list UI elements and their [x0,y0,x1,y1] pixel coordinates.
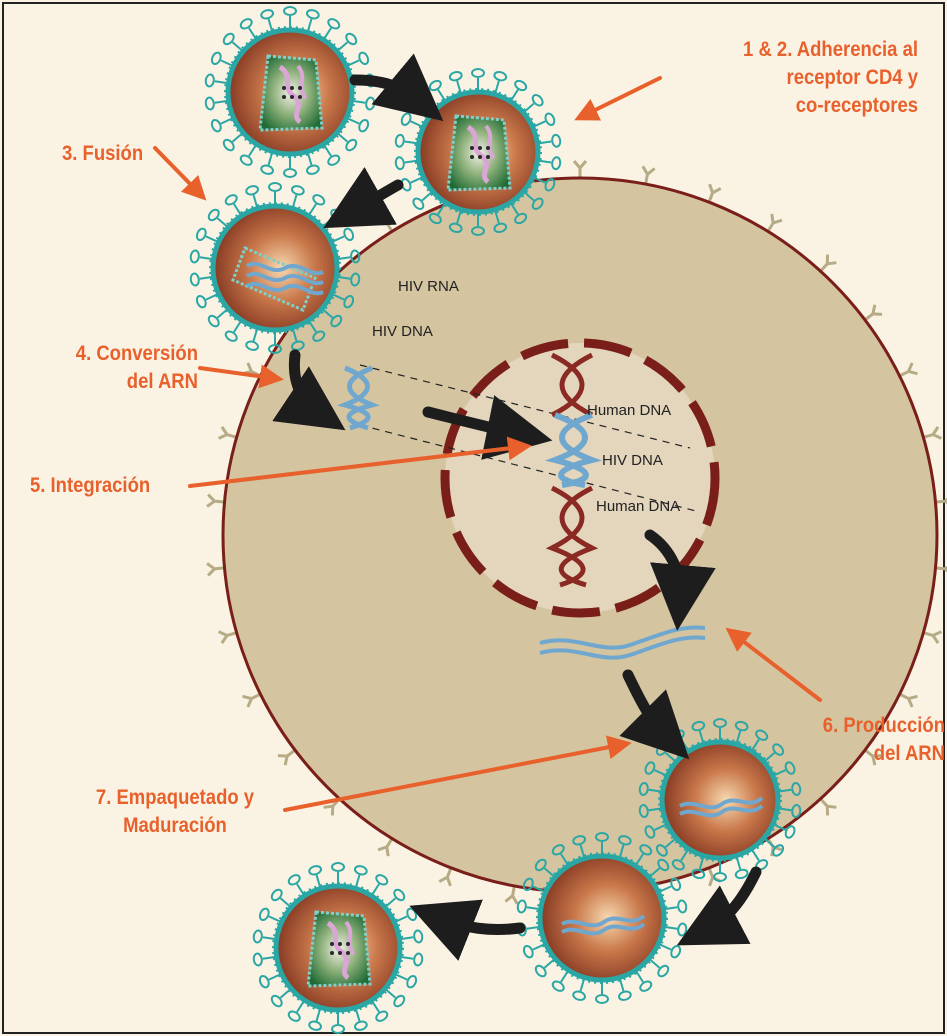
viral-enzyme [470,155,474,159]
viral-enzyme [478,146,482,150]
viral-enzyme [298,95,302,99]
label-human-dna-bottom: Human DNA [596,498,680,515]
viral-envelope [540,856,664,980]
label-human-dna-top: Human DNA [587,402,671,419]
viral-enzyme [330,942,334,946]
label-hiv-dna-cytoplasm: HIV DNA [372,323,433,340]
viral-enzyme [330,951,334,955]
viral-enzyme [282,86,286,90]
viral-enzyme [346,951,350,955]
label-step-packaging: 7. Empaquetado y Maduración [65,784,285,840]
label-step-conversion: 4. Conversión del ARN [40,340,198,396]
viral-enzyme [470,146,474,150]
label-hiv-dna-integrated: HIV DNA [602,452,663,469]
label-step-production: 6. Producción del ARN [765,712,945,768]
label-step-fusion: 3. Fusión [62,140,143,168]
viral-enzyme [338,942,342,946]
viral-enzyme [486,146,490,150]
label-hiv-rna: HIV RNA [398,278,459,295]
viral-enzyme [282,95,286,99]
viral-enzyme [290,95,294,99]
viral-enzyme [290,86,294,90]
viral-enzyme [478,155,482,159]
viral-enzyme [486,155,490,159]
label-step-integration: 5. Integración [30,472,150,500]
viral-enzyme [346,942,350,946]
label-step-adhesion: 1 & 2. Adherencia al receptor CD4 y co-r… [638,36,918,120]
viral-enzyme [298,86,302,90]
viral-enzyme [338,951,342,955]
